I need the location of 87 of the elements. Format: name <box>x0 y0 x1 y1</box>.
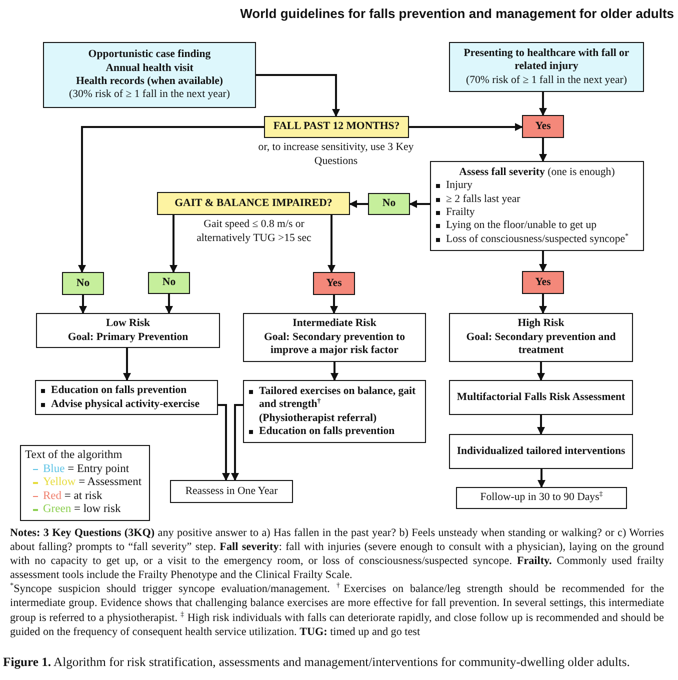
box-text: Multifactorial Falls Risk Assessment <box>456 390 626 404</box>
arrow <box>537 415 545 435</box>
legend-title: Text of the algorithm <box>25 449 124 463</box>
box-text: High Risk <box>516 317 566 331</box>
answer-box <box>62 272 104 295</box>
arrow <box>330 362 338 381</box>
question-box <box>264 116 409 138</box>
box-text: Reassess in One Year <box>184 484 279 498</box>
arrow <box>409 200 430 208</box>
note-text: Gait speed ≤ 0.8 m/s or alternatively TUG >15 sec <box>196 217 312 246</box>
box-text: Individualized tailored interventions <box>456 444 626 458</box>
step-box <box>430 161 644 251</box>
answer-box <box>313 272 355 295</box>
arrow <box>79 295 87 314</box>
box-text: FALL PAST 12 MONTHS? <box>272 120 401 134</box>
step-box <box>36 313 220 348</box>
arrow <box>539 294 547 314</box>
box-text: Assess fall severity (one is enough) <box>458 166 616 180</box>
box-text: No <box>381 197 397 211</box>
answer-box <box>368 193 410 215</box>
arrow <box>538 469 546 488</box>
bullet-item: Education on falls prevention <box>247 424 422 438</box>
step-box <box>449 313 633 362</box>
box-text: Follow-up in 30 to 90 Days$^{‡}$ <box>479 491 604 505</box>
box-text: GAIT & BALANCE IMPAIRED? <box>174 196 334 210</box>
question-box <box>157 192 350 215</box>
step-box <box>243 380 426 443</box>
bullet-item: Loss of consciousness/suspected syncope$^{*}$ <box>434 232 640 246</box>
answer-box <box>522 271 564 294</box>
box-text: Goal: Secondary prevention and treatment <box>465 330 617 358</box>
bullet-item: Education on falls prevention <box>39 384 214 398</box>
box-text: Goal: Secondary prevention to improve a major risk factor <box>262 330 406 358</box>
box-text: Yes <box>534 120 552 134</box>
step-box <box>35 380 218 415</box>
step-box <box>449 380 633 415</box>
box-text: Low Risk <box>104 317 152 330</box>
title: World guidelines for falls prevention and management for older adults <box>240 6 674 21</box>
box-text: Opportunistic case finding <box>87 48 212 62</box>
entry-box <box>449 42 644 92</box>
legend-text: Yellow = Assessment <box>43 476 142 490</box>
arrow <box>218 404 230 481</box>
footnote-paragraph: $^{*}$Syncope suspicion should trigger syncope evaluation/management. $^{†}$Exercises on balance/leg strength should be recommended for the intermediate group. Evidence shows that challenging balance exercises are more effective for fall prevention. In several settings, this intermediate group is referred to a physiotherapist. $^{‡}$ High risk individuals with falls can deteriorate rapidly, and close follow up is recommended and should be guided on the frequency of consequent health service utilization. TUG: timed up and go test <box>10 582 664 639</box>
box-text: Intermediate Risk <box>292 317 378 331</box>
arrow <box>78 126 264 273</box>
box-text: Goal: Primary Prevention <box>66 330 190 344</box>
arrow <box>328 215 336 273</box>
legend-text: Red = at risk <box>43 490 102 504</box>
legend-text: Blue = Entry point <box>43 462 130 476</box>
arrow <box>539 92 547 116</box>
bullet-item: Advise physical activity-exercise <box>39 398 214 411</box>
bullet-item: Tailored exercises on balance, gait and strength$^{†}$ <box>247 384 422 412</box>
answer-box <box>522 115 564 138</box>
box-text: (70% risk of ≥ 1 fall in the next year) <box>465 74 628 88</box>
bullet-item: Frailty <box>434 206 640 220</box>
box-text: Annual health visit <box>104 62 194 75</box>
box-text: (Physiotherapist referral) <box>258 412 378 425</box>
arrow <box>539 138 547 162</box>
footnote-paragraph: Notes: 3 Key Questions (3KQ) any positive answer to a) Has fallen in the past year? b) Feels unsteady when standing or walking? or c) Worries about falling? prompts to “fall severity” step. Fall severity: fall with injuries (severe enough to consult with a physician), laying on the ground with no capacity to get up, or a visit to the emergency room, or loss of consciousness/suspected syncope. Frailty. Commonly used frailty assessment tools include the Frailty Phenotype and the Clinical Frailty Scale. <box>10 526 664 582</box>
box-text: No <box>161 276 177 290</box>
box-text: Health records (when available) <box>74 75 224 88</box>
arrow <box>539 251 547 272</box>
arrow <box>409 123 523 131</box>
arrow <box>537 362 545 381</box>
note-text: or, to increase sensitivity, use 3 Key Questions <box>257 140 415 168</box>
box-text: Yes <box>325 276 343 290</box>
arrow <box>256 74 340 117</box>
box-text: Presenting to healthcare with fall or related injury <box>462 46 630 74</box>
box-text: No <box>75 276 91 290</box>
step-box <box>449 434 633 469</box>
arrow <box>330 295 338 314</box>
bullet-item: ≥ 2 falls last year <box>434 192 640 206</box>
arrow <box>123 348 131 381</box>
bullet-item: Lying on the floor/unable to get up <box>434 219 640 233</box>
figure-caption: Figure 1. Algorithm for risk stratification, assessments and management/interventions for community-dwelling older adults. <box>3 655 630 670</box>
step-box <box>243 313 426 362</box>
legend-text: Green = low risk <box>43 503 121 517</box>
bullet-item: Injury <box>434 179 640 193</box>
arrow <box>170 215 178 273</box>
arrow <box>165 294 173 314</box>
step-box <box>170 480 293 503</box>
step-box <box>456 487 627 509</box>
answer-box <box>148 272 190 294</box>
arrow <box>349 200 368 208</box>
entry-box <box>43 42 256 108</box>
box-text: Yes <box>534 276 552 290</box>
arrow <box>231 404 243 481</box>
box-text: (30% risk of ≥ 1 fall in the next year) <box>68 88 231 102</box>
